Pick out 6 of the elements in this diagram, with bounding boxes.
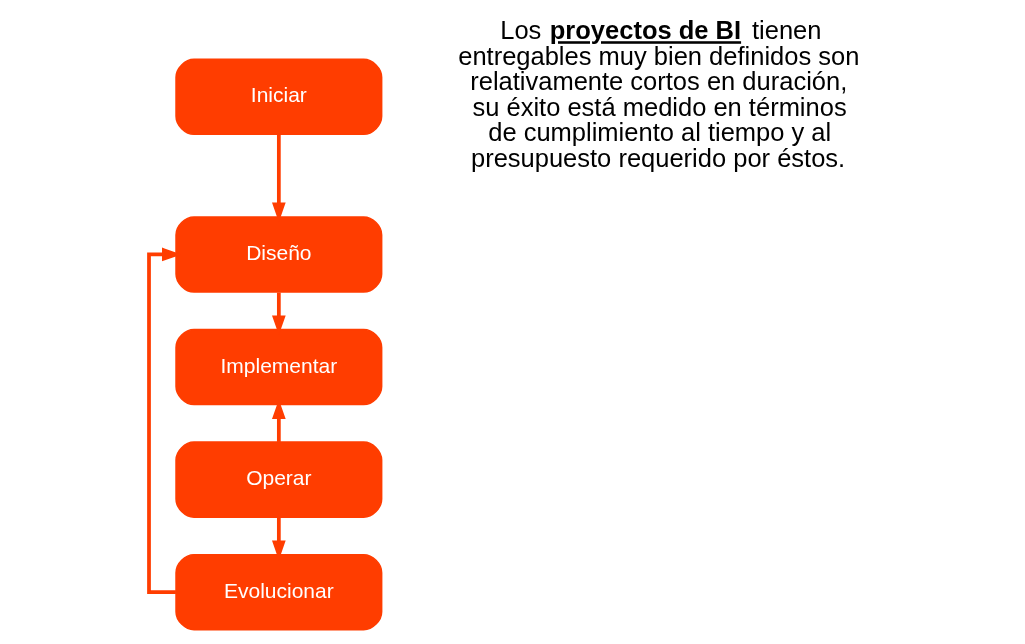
node-box: Iniciar bbox=[174, 58, 382, 136]
node-box: Diseño bbox=[174, 216, 382, 293]
node-box: Evolucionar bbox=[174, 553, 382, 631]
label: Los proyectos de BI tienen entregables muy bien definidos son relativamente cortos en duración, su éxito está medido en términos de cumplimiento al tiempo y al presupuesto requerido por éstos. bbox=[457, 16, 859, 172]
node-box: Implementar bbox=[174, 328, 382, 406]
node-box: Operar bbox=[174, 441, 382, 518]
